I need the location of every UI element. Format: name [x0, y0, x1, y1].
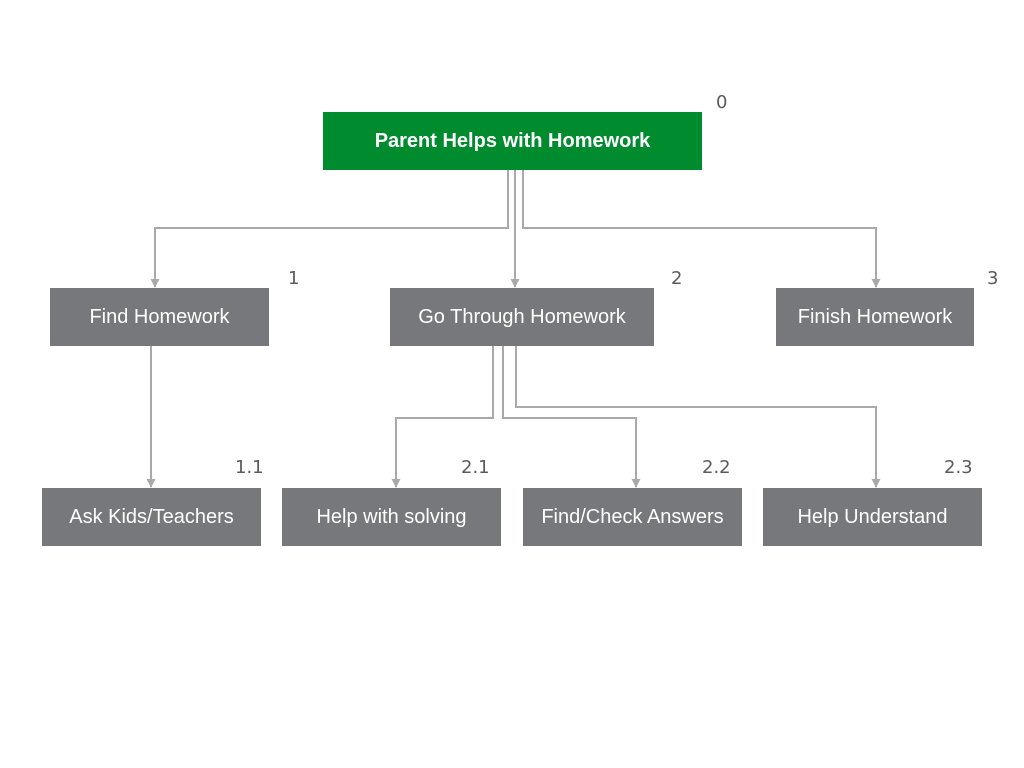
node-help-with-solving[interactable]: Help with solving	[282, 488, 501, 546]
node-finish-homework[interactable]: Finish Homework	[776, 288, 974, 346]
node-ask-kids-teachers[interactable]: Ask Kids/Teachers	[42, 488, 261, 546]
edge-go-through-find-check-answers	[502, 346, 641, 488]
node-find-check-answers[interactable]: Find/Check Answers	[523, 488, 742, 546]
node-number-2-3: 2.3	[944, 457, 973, 478]
edge-go-through-help-with-solving	[391, 346, 494, 488]
edge-root-finish-homework	[522, 170, 881, 288]
node-number-3: 3	[987, 268, 999, 289]
node-number-1-1: 1.1	[235, 457, 264, 478]
node-number-2-2: 2.2	[702, 457, 731, 478]
node-find-homework[interactable]: Find Homework	[50, 288, 269, 346]
edge-go-through-help-understand	[515, 346, 881, 488]
node-number-0: 0	[716, 92, 728, 113]
node-go-through-homework[interactable]: Go Through Homework	[390, 288, 654, 346]
node-number-2-1: 2.1	[461, 457, 490, 478]
node-number-1: 1	[288, 268, 300, 289]
edge-root-find-homework	[150, 170, 509, 288]
node-help-understand[interactable]: Help Understand	[763, 488, 982, 546]
node-parent-helps-with-homework[interactable]: Parent Helps with Homework	[323, 112, 702, 170]
node-number-2: 2	[671, 268, 683, 289]
